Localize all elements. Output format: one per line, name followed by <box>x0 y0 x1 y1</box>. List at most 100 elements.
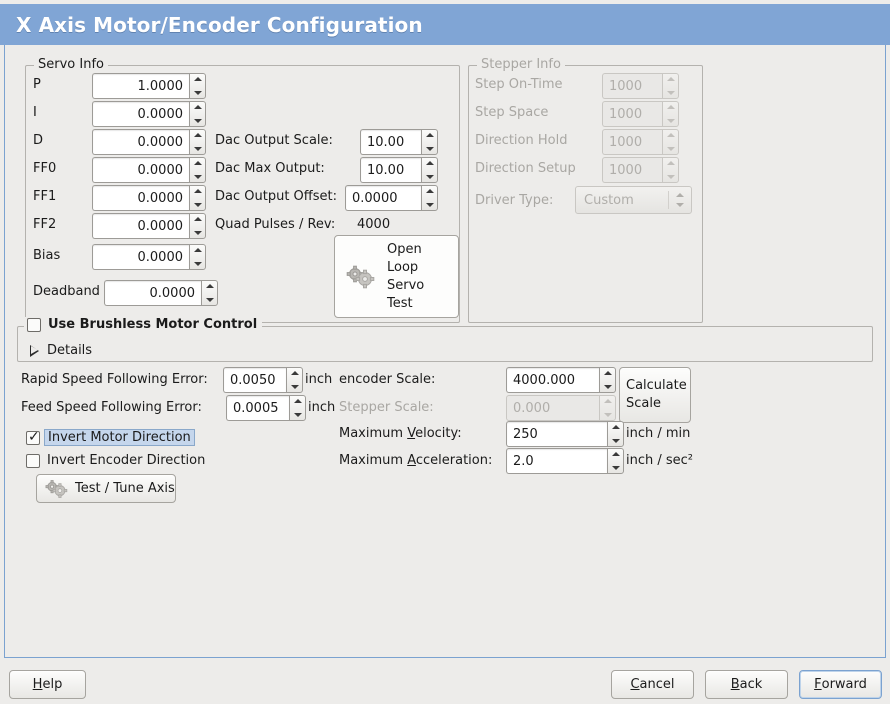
servo-p-stepper[interactable] <box>189 73 206 99</box>
spin-down-icon[interactable] <box>190 257 205 269</box>
dac-max-output-value[interactable]: 10.00 <box>360 157 421 183</box>
servo-p-spinner[interactable]: 1.0000 <box>92 73 206 99</box>
spin-up-icon[interactable] <box>600 368 615 380</box>
spin-down-icon[interactable] <box>190 86 205 98</box>
chevron-right-icon[interactable] <box>30 344 39 357</box>
spin-up-icon[interactable] <box>190 74 205 86</box>
spin-down-icon[interactable] <box>290 408 305 420</box>
spin-down-icon[interactable] <box>608 461 623 473</box>
invert-motor-direction-checkbox[interactable]: Invert Motor Direction <box>26 428 195 446</box>
maximum-acceleration-stepper[interactable] <box>607 448 624 474</box>
feed-following-error-stepper[interactable] <box>289 395 306 421</box>
dac-output-scale-value[interactable]: 10.00 <box>360 129 421 155</box>
details-expander[interactable]: Details <box>30 343 92 358</box>
rapid-following-error-value[interactable]: 0.0050 <box>223 367 286 393</box>
servo-d-spinner[interactable]: 0.0000 <box>92 129 206 155</box>
use-brushless-motor-control-checkbox[interactable]: Use Brushless Motor Control <box>24 317 263 332</box>
servo-ff1-stepper[interactable] <box>189 185 206 211</box>
spin-up-icon[interactable] <box>608 449 623 461</box>
spin-up-icon[interactable] <box>422 158 437 170</box>
checkbox-box[interactable] <box>26 428 40 446</box>
servo-bias-spinner[interactable]: 0.0000 <box>92 244 206 270</box>
dac-output-scale-stepper[interactable] <box>421 129 438 155</box>
encoder-scale-spinner[interactable]: 4000.000 <box>506 367 616 393</box>
feed-following-error-value[interactable]: 0.0005 <box>226 395 289 421</box>
encoder-scale-stepper[interactable] <box>599 367 616 393</box>
servo-deadband-value[interactable]: 0.0000 <box>104 280 201 306</box>
max-accel-mnemonic: A <box>407 453 416 468</box>
spin-up-icon[interactable] <box>422 186 437 198</box>
spin-down-icon[interactable] <box>422 142 437 154</box>
spin-up-icon[interactable] <box>287 368 302 380</box>
cancel-label: ancel <box>639 677 675 692</box>
checkbox-box[interactable] <box>27 317 41 332</box>
servo-i-stepper[interactable] <box>189 101 206 127</box>
spin-up-icon[interactable] <box>202 281 217 293</box>
servo-i-value[interactable]: 0.0000 <box>92 101 189 127</box>
spin-up-icon[interactable] <box>190 102 205 114</box>
dac-max-output-stepper[interactable] <box>421 157 438 183</box>
servo-bias-stepper[interactable] <box>189 244 206 270</box>
spin-up-icon[interactable] <box>190 186 205 198</box>
spin-up-icon[interactable] <box>190 245 205 257</box>
servo-ff0-stepper[interactable] <box>189 157 206 183</box>
servo-label-bias: Bias <box>33 248 61 263</box>
servo-ff2-value[interactable]: 0.0000 <box>92 213 189 239</box>
invert-encoder-direction-checkbox[interactable]: Invert Encoder Direction <box>26 453 205 468</box>
spin-down-icon[interactable] <box>202 293 217 305</box>
maximum-acceleration-value[interactable]: 2.0 <box>506 448 607 474</box>
spin-down-icon[interactable] <box>600 380 615 392</box>
spin-down-icon[interactable] <box>190 170 205 182</box>
spin-down-icon[interactable] <box>608 434 623 446</box>
servo-bias-value[interactable]: 0.0000 <box>92 244 189 270</box>
servo-ff1-spinner[interactable]: 0.0000 <box>92 185 206 211</box>
spin-up-icon[interactable] <box>608 422 623 434</box>
feed-following-error-spinner[interactable]: 0.0005 <box>226 395 306 421</box>
dac-max-output-spinner[interactable]: 10.00 <box>360 157 438 183</box>
maximum-velocity-spinner[interactable]: 250 <box>506 421 624 447</box>
servo-d-value[interactable]: 0.0000 <box>92 129 189 155</box>
spin-down-icon[interactable] <box>190 142 205 154</box>
maximum-acceleration-label: Maximum Acceleration: <box>339 453 492 468</box>
spin-up-icon[interactable] <box>190 130 205 142</box>
maximum-velocity-stepper[interactable] <box>607 421 624 447</box>
spin-up-icon[interactable] <box>422 130 437 142</box>
dac-output-offset-spinner[interactable]: 0.0000 <box>345 185 438 211</box>
encoder-scale-value[interactable]: 4000.000 <box>506 367 599 393</box>
servo-ff2-spinner[interactable]: 0.0000 <box>92 213 206 239</box>
spin-down-icon[interactable] <box>190 226 205 238</box>
spin-down-icon[interactable] <box>287 380 302 392</box>
rapid-following-error-stepper[interactable] <box>286 367 303 393</box>
servo-deadband-spinner[interactable]: 0.0000 <box>104 280 218 306</box>
open-loop-servo-test-button[interactable]: Open Loop Servo Test <box>334 235 459 318</box>
calculate-scale-button[interactable]: Calculate Scale <box>619 367 691 423</box>
servo-d-stepper[interactable] <box>189 129 206 155</box>
rapid-following-error-label: Rapid Speed Following Error: <box>21 372 208 387</box>
maximum-acceleration-spinner[interactable]: 2.0 <box>506 448 624 474</box>
test-tune-axis-button[interactable]: Test / Tune Axis <box>36 474 176 503</box>
spin-down-icon[interactable] <box>422 170 437 182</box>
spin-down-icon[interactable] <box>422 198 437 210</box>
dac-output-offset-value[interactable]: 0.0000 <box>345 185 421 211</box>
servo-ff0-value[interactable]: 0.0000 <box>92 157 189 183</box>
servo-ff2-stepper[interactable] <box>189 213 206 239</box>
spin-up-icon[interactable] <box>190 214 205 226</box>
maximum-velocity-value[interactable]: 250 <box>506 421 607 447</box>
spin-up-icon[interactable] <box>290 396 305 408</box>
servo-i-spinner[interactable]: 0.0000 <box>92 101 206 127</box>
servo-deadband-stepper[interactable] <box>201 280 218 306</box>
spin-down-icon[interactable] <box>190 114 205 126</box>
servo-ff0-spinner[interactable]: 0.0000 <box>92 157 206 183</box>
spin-up-icon[interactable] <box>190 158 205 170</box>
dac-output-scale-spinner[interactable]: 10.00 <box>360 129 438 155</box>
dac-output-offset-stepper[interactable] <box>421 185 438 211</box>
rapid-following-error-spinner[interactable]: 0.0050 <box>223 367 303 393</box>
servo-p-value[interactable]: 1.0000 <box>92 73 189 99</box>
spin-down-icon[interactable] <box>190 198 205 210</box>
servo-ff1-value[interactable]: 0.0000 <box>92 185 189 211</box>
checkbox-box[interactable] <box>26 453 40 468</box>
